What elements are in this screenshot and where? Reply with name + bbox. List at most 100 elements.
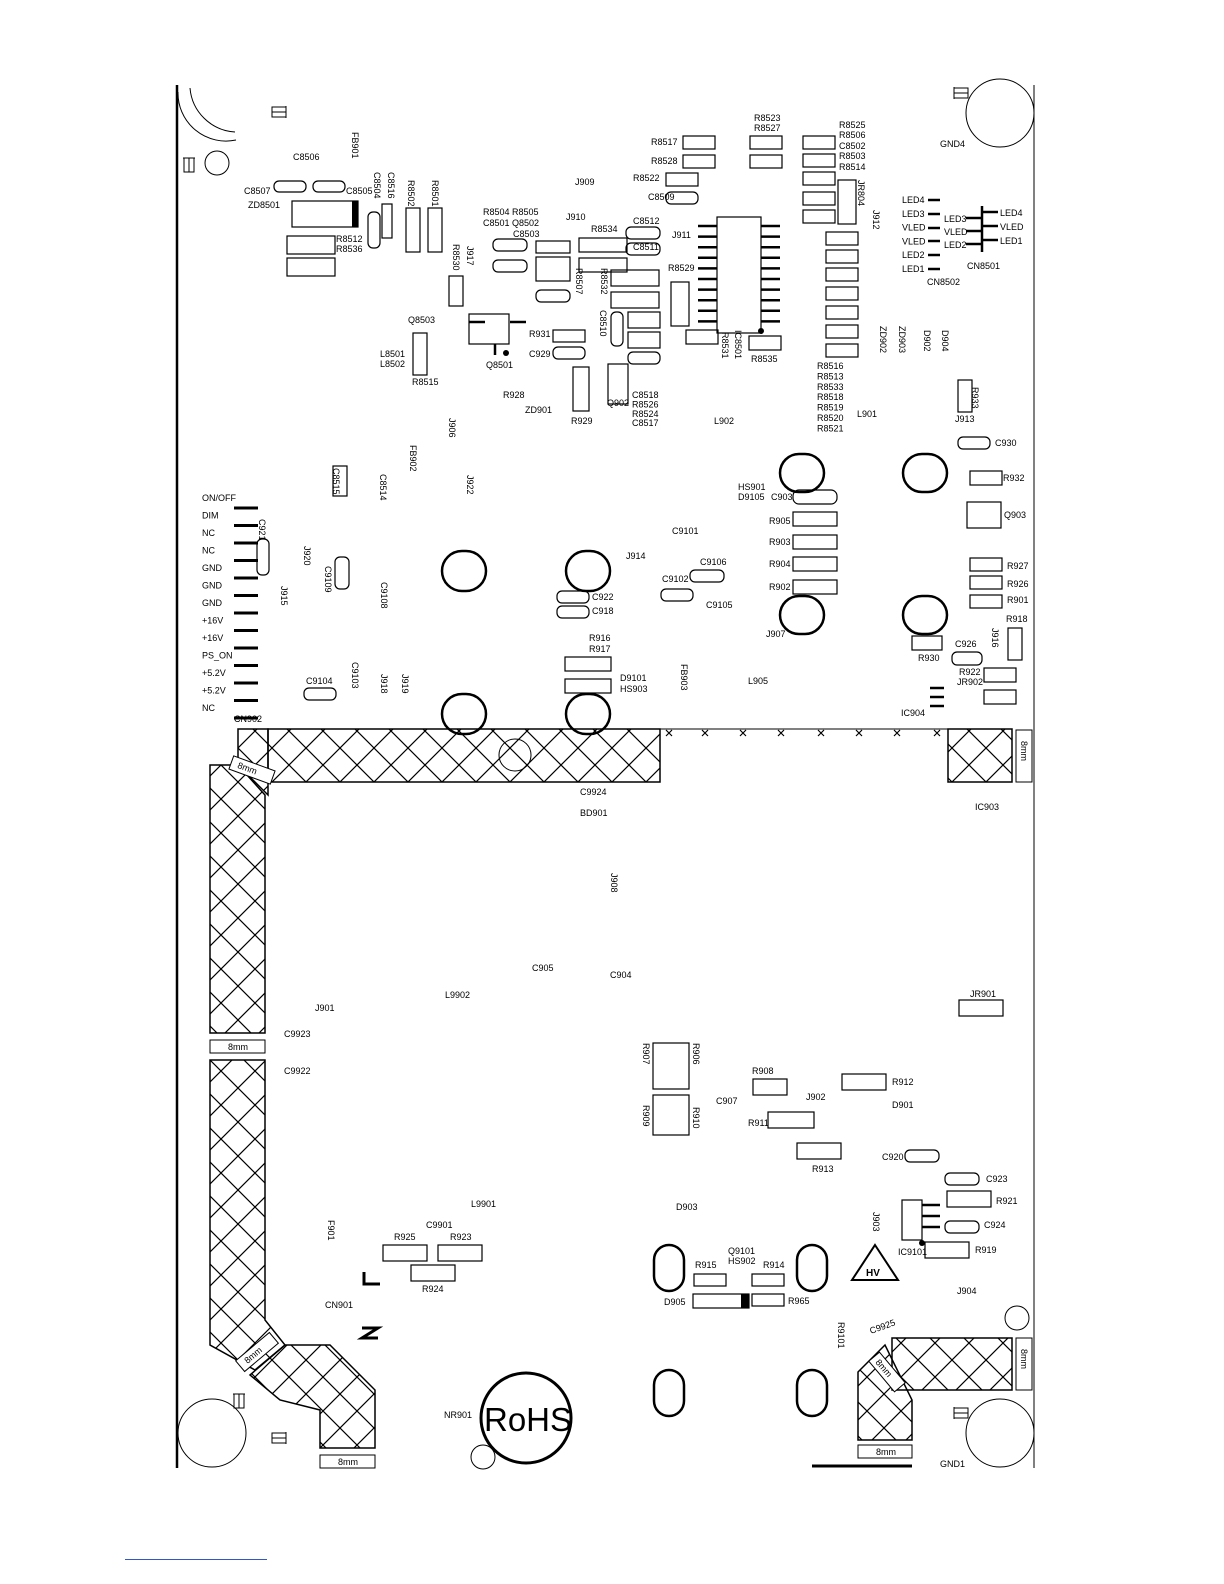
ref-label: ZD903	[897, 326, 907, 353]
ref-label: R8514	[839, 162, 866, 172]
screw-icon	[271, 106, 287, 118]
svg-text:RoHS: RoHS	[484, 1401, 572, 1438]
ref-label: R8524	[632, 409, 659, 419]
ref-label: R8534	[591, 224, 618, 234]
ref-label: J917	[465, 246, 475, 266]
ref-label: J922	[465, 475, 475, 495]
ref-label: C8516	[386, 172, 396, 199]
mounting-hole	[189, 87, 236, 133]
screw-icon	[271, 1432, 287, 1444]
svg-text:8mm: 8mm	[338, 1457, 358, 1467]
ref-label: R8527	[754, 123, 781, 133]
ref-label: R8512	[336, 234, 363, 244]
ref-label: C930	[995, 438, 1017, 448]
ref-label: R907	[641, 1043, 651, 1065]
pin-label: PS_ON	[202, 651, 233, 661]
ref-label: R8530	[451, 244, 461, 271]
svg-text:8mm: 8mm	[876, 1447, 896, 1457]
ref-label: L902	[714, 416, 734, 426]
ref-label: R918	[1006, 614, 1028, 624]
ref-label: R914	[763, 1260, 785, 1270]
ref-label: C8502	[839, 141, 866, 151]
pin-label: LED1	[902, 264, 925, 274]
pin-label: +16V	[202, 616, 223, 626]
pin-label: LED3	[944, 214, 967, 224]
fiducial	[470, 1444, 496, 1470]
ref-label: BD901	[580, 808, 608, 818]
isolation-zone	[209, 728, 1013, 1449]
pin-label: LED4	[1000, 208, 1023, 218]
ref-label: C9922	[284, 1066, 311, 1076]
ic8501	[716, 216, 764, 334]
ref-label: J916	[990, 628, 1000, 648]
ref-label: D903	[676, 1202, 698, 1212]
connector-cn902	[234, 506, 258, 720]
ref-label: R909	[641, 1105, 651, 1127]
ref-label: R903	[769, 537, 791, 547]
ref-label: R933	[970, 387, 980, 409]
ref-label: CN902	[234, 714, 262, 724]
ref-label: Q902	[607, 398, 629, 408]
ref-label: C8515	[331, 468, 341, 495]
ref-label: D904	[940, 330, 950, 352]
ref-label: R8528	[651, 156, 678, 166]
ref-label: C8506	[293, 152, 320, 162]
ref-label: J912	[871, 210, 881, 230]
q8501-leads	[469, 320, 526, 355]
pin-label: LED1	[1000, 236, 1023, 246]
ref-label: C9109	[323, 566, 333, 593]
pin-label: NC	[202, 528, 215, 538]
ref-label: L905	[748, 676, 768, 686]
svg-text:8mm: 8mm	[228, 1042, 248, 1052]
ref-label: R930	[918, 653, 940, 663]
ref-label: J914	[626, 551, 646, 561]
ref-label: JR902	[957, 677, 983, 687]
ref-label: C8512	[633, 216, 660, 226]
svg-text:8mm: 8mm	[1019, 1349, 1029, 1369]
ref-label: R8516	[817, 361, 844, 371]
ref-label: C9925	[868, 1317, 896, 1335]
ref-label: JR901	[970, 989, 996, 999]
ref-label: R8517	[651, 137, 678, 147]
pin-label: GND	[202, 598, 223, 608]
ref-label: J904	[957, 1286, 977, 1296]
ref-label: HS903	[620, 684, 648, 694]
ref-label: R8507	[574, 268, 584, 295]
fiducial	[204, 150, 230, 176]
ref-label: C921	[257, 519, 267, 541]
ref-label: C9108	[379, 582, 389, 609]
ref-label: R904	[769, 559, 791, 569]
ref-label: L9901	[471, 1199, 496, 1209]
mounting-hole	[177, 91, 237, 142]
ref-label: R922	[959, 667, 981, 677]
ref-label: C8518	[632, 390, 659, 400]
pin-label: NC	[202, 546, 215, 556]
ref-label: R915	[695, 1260, 717, 1270]
ref-label: J907	[766, 629, 786, 639]
ref-label: R916	[589, 633, 611, 643]
screw-icon	[233, 1393, 245, 1409]
component-pads	[256, 135, 1023, 1309]
ref-label: R8520	[817, 413, 844, 423]
ref-label: FB903	[679, 664, 689, 691]
ref-label: J909	[575, 177, 595, 187]
ref-label: D901	[892, 1100, 914, 1110]
ref-label: C8501 Q8502	[483, 218, 539, 228]
ref-label: R8506	[839, 130, 866, 140]
ref-label: FB902	[408, 445, 418, 472]
connector-pin-labels: ON/OFFDIMNCNCGNDGNDGND+16V+16VPS_ON+5.2V…	[202, 195, 1024, 713]
mounting-hole	[177, 1398, 247, 1468]
ref-label: R917	[589, 644, 611, 654]
ref-label: ZD902	[878, 326, 888, 353]
ref-label: J901	[315, 1003, 335, 1013]
ref-label: R8526	[632, 399, 659, 409]
ref-label: HS901	[738, 482, 766, 492]
ref-label: C923	[986, 1174, 1008, 1184]
ref-label: R8531	[720, 332, 730, 359]
ref-label: C924	[984, 1220, 1006, 1230]
ref-label: ZD901	[525, 405, 552, 415]
ref-label: J903	[871, 1212, 881, 1232]
ref-label: C8514	[378, 474, 388, 501]
ref-label: J908	[609, 873, 619, 893]
